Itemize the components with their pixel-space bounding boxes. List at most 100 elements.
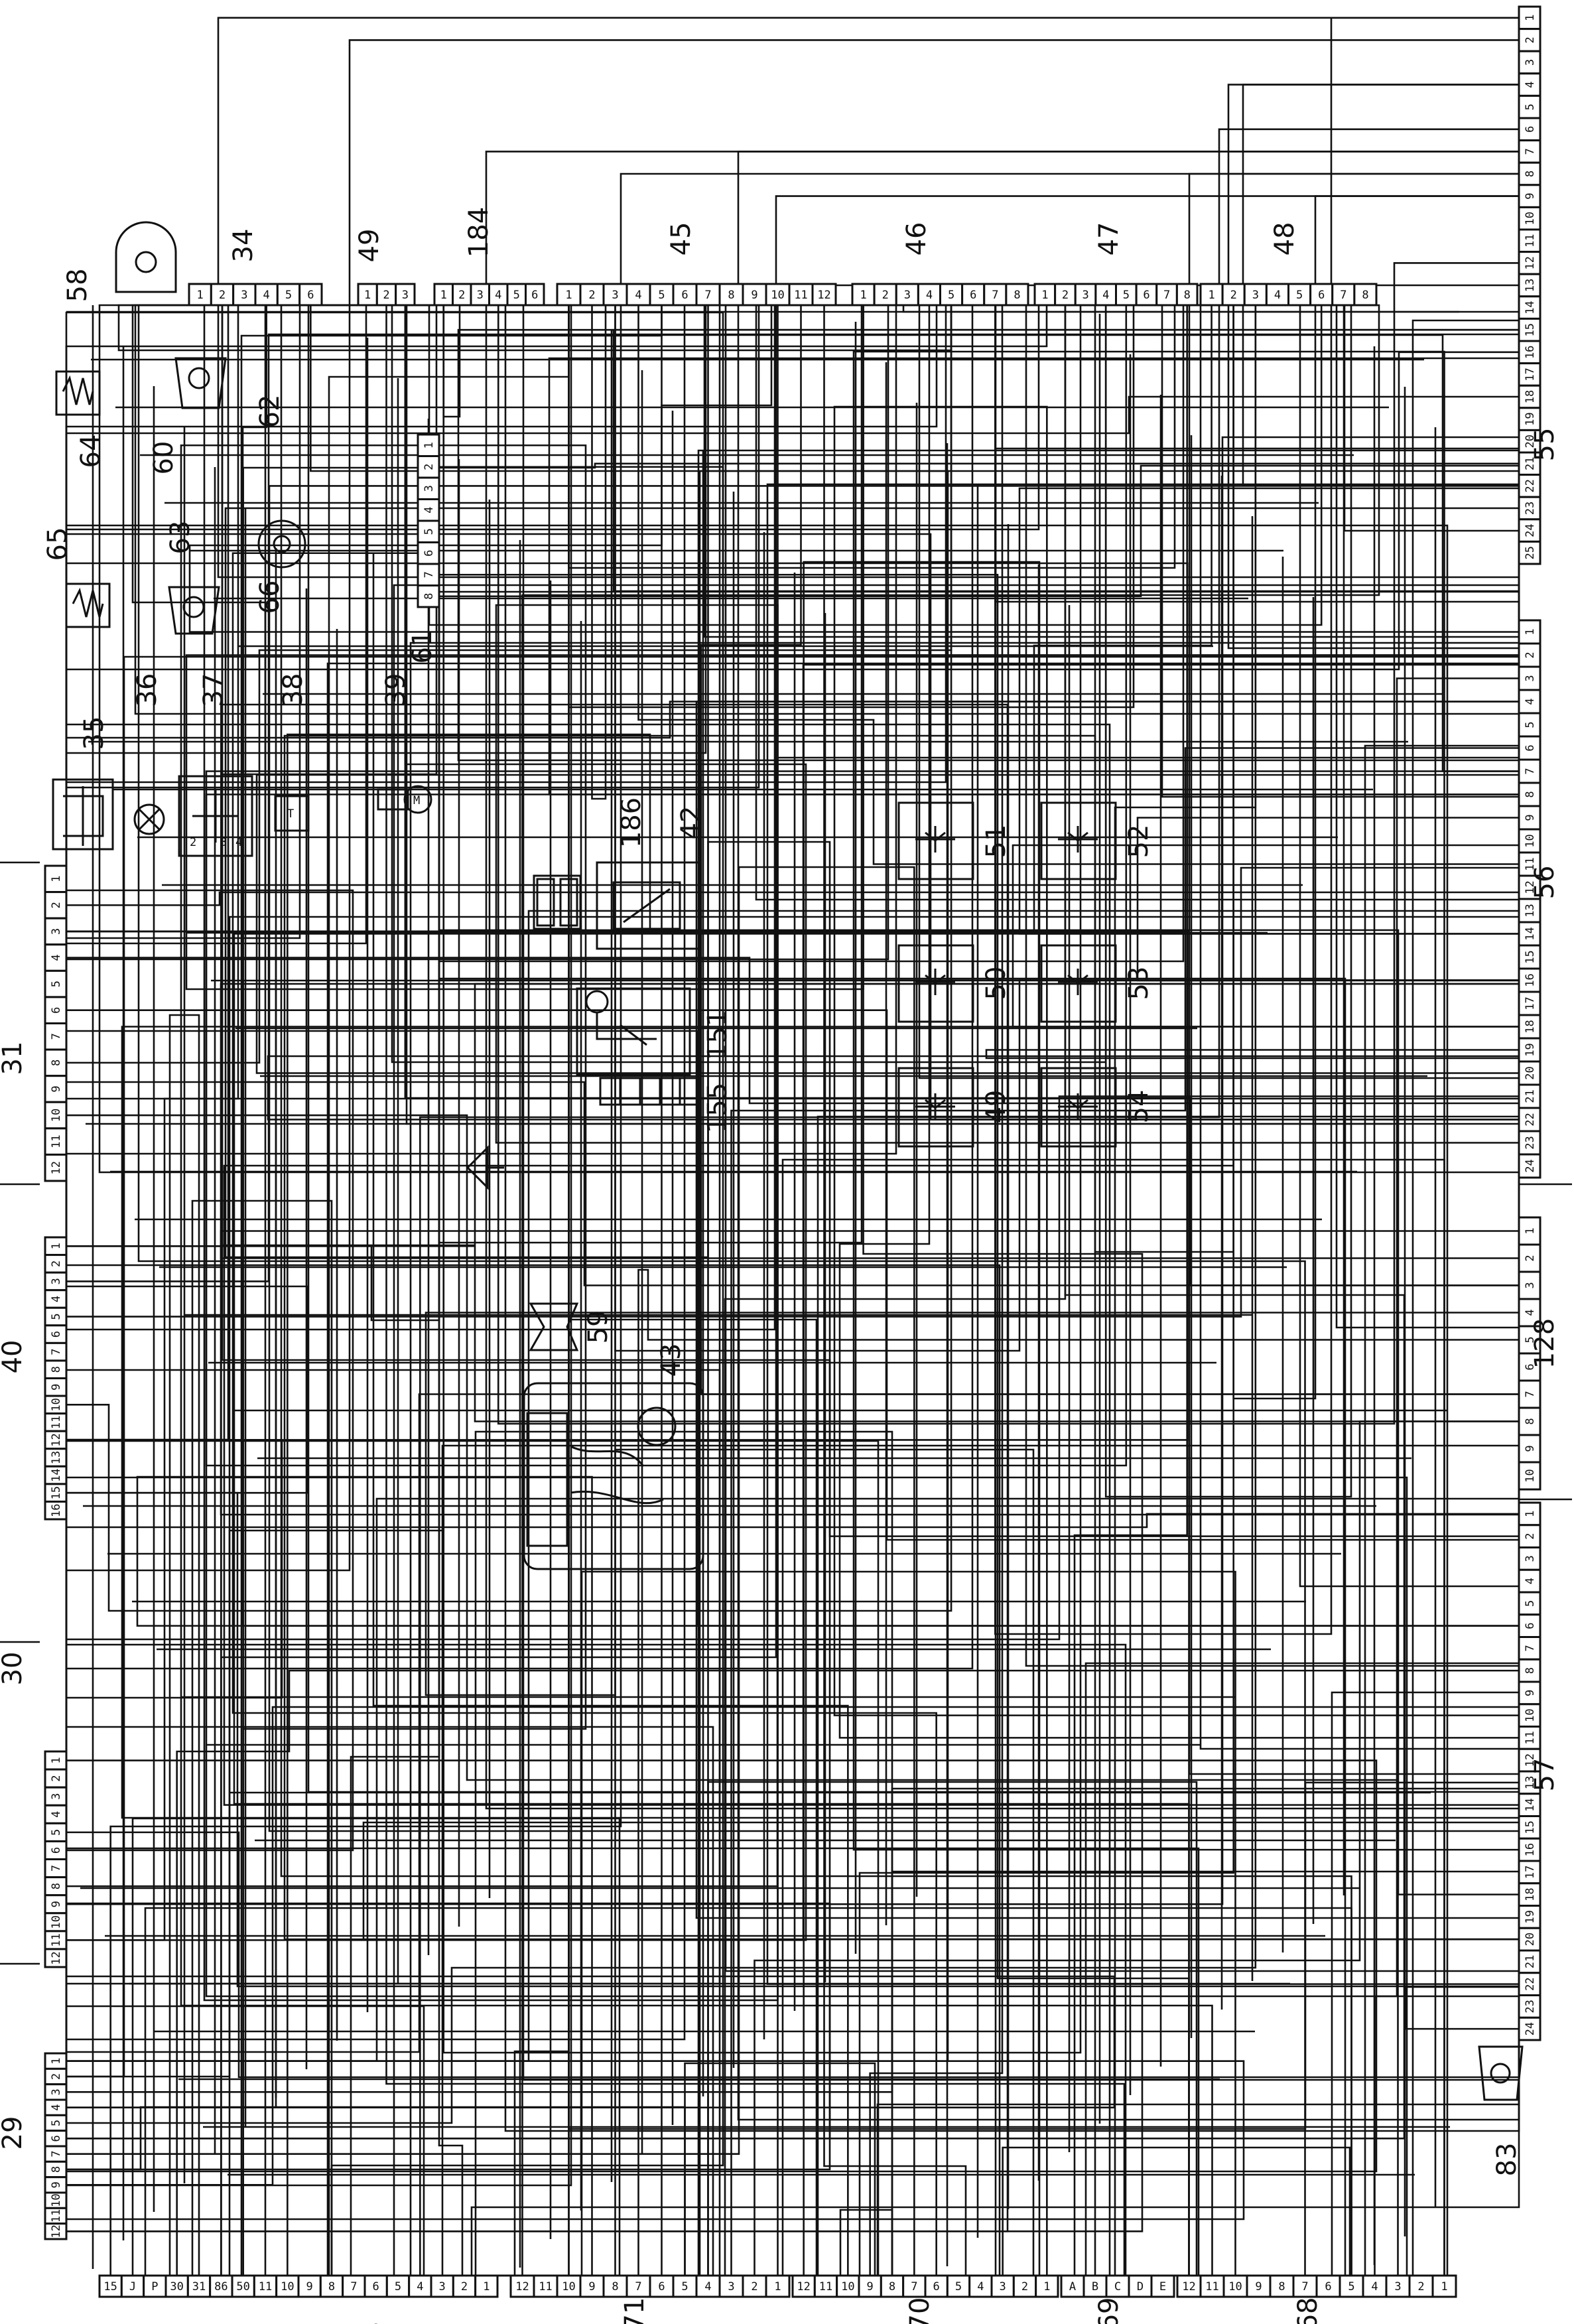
connector-pin-label: 6 [1318, 289, 1325, 302]
connector-labels: 2930403134491844546474861555612857,71706… [0, 207, 1572, 2324]
connector-pin-label: 1 [364, 289, 371, 302]
connector-pin-label: 3 [1252, 289, 1259, 302]
horn-59: 59 [529, 1302, 614, 1351]
connector-pin-label: 10 [50, 2193, 63, 2207]
wire [98, 84, 1520, 1174]
connector-pin-box [902, 2274, 927, 2298]
wire [480, 304, 1135, 2276]
connector-label-71: 71 [620, 2297, 650, 2324]
wire [66, 866, 915, 2276]
connector-pin-box [1518, 1613, 1541, 1638]
connector-pin-label: 17 [1524, 996, 1537, 1010]
connector-pin-box [718, 283, 744, 307]
label-relay-50: 50 [981, 967, 1012, 1000]
connector-pin-label: 15 [103, 2280, 117, 2293]
svg-text:T: T [287, 807, 294, 821]
connector-pin-label: 12 [1524, 880, 1537, 894]
connector-pin-label: 10 [50, 1398, 63, 1411]
connector-pin-label: 5 [1524, 1600, 1537, 1607]
wire [241, 305, 1519, 1627]
connector-pin-label: 50 [236, 2280, 249, 2293]
label-83: 83 [1492, 2143, 1522, 2177]
connector-pin-label: 12 [50, 1161, 63, 1174]
connector-pin-box [1518, 642, 1541, 668]
connector-pin-box [44, 1075, 68, 1103]
connector-label-128: 128 [1530, 1318, 1560, 1369]
connector-pin-label: 19 [1524, 412, 1537, 425]
connector-pin-label: 30 [170, 2280, 183, 2293]
wire [1242, 84, 1520, 1828]
connector-pin-box [1518, 1037, 1541, 1063]
connector-pin-box [649, 283, 675, 307]
connector-pin-label: 8 [50, 2166, 63, 2173]
connector-pin-label: 6 [307, 289, 314, 302]
connector-pin-box [1518, 1658, 1541, 1683]
connector-pin-label: 4 [926, 289, 933, 302]
wire [1073, 1166, 1520, 2277]
connector-pin-box [1518, 1770, 1541, 1795]
connector-pin-label: 5 [1348, 2280, 1354, 2293]
wire [1002, 2146, 1398, 2277]
motor-43: 43 [523, 1343, 704, 1570]
wire [134, 304, 1520, 1738]
connector-pin-label: 1 [1524, 15, 1537, 21]
connector-label-49: 49 [354, 229, 385, 263]
connector-pin-label: 10 [771, 289, 784, 302]
wire [231, 552, 937, 2276]
connector-pin-box [1518, 1461, 1541, 1491]
connector-pin-label: 8 [889, 2280, 895, 2293]
connector-pin-box [44, 1359, 68, 1379]
connector-pin-box [44, 1412, 68, 1432]
connector-pin-label: 21 [1524, 1955, 1537, 1968]
connector-pin-box [395, 283, 416, 307]
connector-pin-label: 2 [1524, 36, 1537, 43]
wire [65, 1285, 309, 1869]
wire [65, 1115, 1408, 2277]
connector-pin-label: 6 [423, 550, 436, 557]
connector-pin-label: B [1092, 2280, 1098, 2293]
connector-pin-box [858, 2274, 882, 2298]
connector-pin-box [1518, 874, 1541, 900]
connector-pin-label: 9 [1524, 814, 1537, 821]
connector-pin-label: 7 [635, 2280, 641, 2293]
connector-pin-label: 6 [50, 1331, 63, 1337]
connector-pin-label: 3 [50, 1793, 63, 1800]
connector-pin-label: 5 [423, 528, 436, 535]
connector-pin-label: 6 [970, 289, 976, 302]
label-62: 62 [255, 395, 285, 429]
wire [801, 84, 1520, 313]
connector-pin-label: 6 [50, 1847, 63, 1854]
connector-pin-label: 1 [423, 442, 436, 448]
connector-pin-label: 9 [1524, 192, 1537, 199]
connector-pin-box [718, 2274, 744, 2298]
connector-pin-label: 3 [904, 289, 911, 302]
connector-pin-label: 1 [1208, 289, 1214, 302]
connector-pin-label: 7 [992, 289, 998, 302]
connector-pin-box [44, 1289, 68, 1309]
connector-pin-label: 9 [50, 1901, 63, 1907]
connector-pin-label: 1 [774, 2280, 781, 2293]
fuse-block-186: 186 [533, 797, 647, 930]
connector-pin-label: 7 [50, 2151, 63, 2157]
connector-pin-box [1518, 944, 1541, 970]
connector-pin-box [44, 1324, 68, 1344]
connector-pin-box [44, 1271, 68, 1292]
connector-pin-label: 2 [1230, 289, 1237, 302]
connector-pin-label: 1 [50, 2058, 63, 2065]
connector-pin-label: 10 [50, 1109, 63, 1122]
connector-pin-label: 2 [751, 2280, 757, 2293]
connector-pin-box [1518, 50, 1541, 75]
label-36: 36 [132, 673, 163, 707]
wire [504, 304, 1520, 2132]
connector-pin-label: 6 [373, 2280, 379, 2293]
connector-pin-label: 10 [841, 2280, 854, 2293]
connector-pin-label: 5 [1123, 289, 1130, 302]
connector-pin-box [1518, 429, 1541, 454]
connector-pin-box [1243, 283, 1268, 307]
connector-pin-label: 10 [1524, 1708, 1537, 1722]
